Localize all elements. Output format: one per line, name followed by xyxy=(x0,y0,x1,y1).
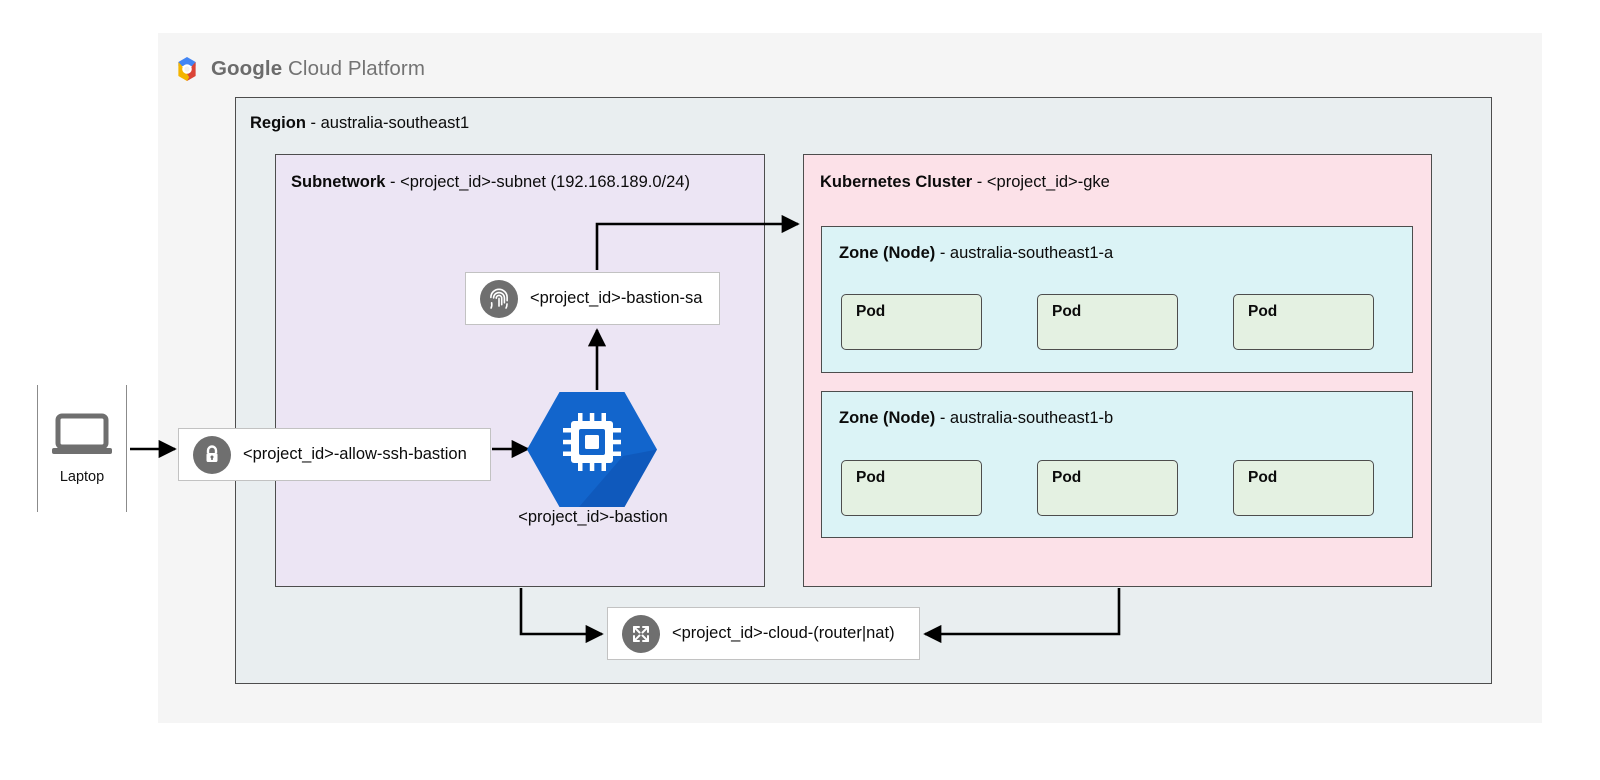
pod-box: Pod xyxy=(841,460,982,516)
cloud-router-nat-label: <project_id>-cloud-(router|nat) xyxy=(672,624,895,642)
service-account-node[interactable]: <project_id>-bastion-sa xyxy=(465,272,720,325)
zone-b-title-bold: Zone (Node) xyxy=(839,409,936,427)
lock-icon xyxy=(193,435,231,474)
laptop-icon xyxy=(52,413,112,454)
cloud-router-nat-node[interactable]: <project_id>-cloud-(router|nat) xyxy=(607,607,920,660)
cloud-router-nat-icon xyxy=(622,614,660,653)
zone-b-title-rest: - australia-southeast1-b xyxy=(935,409,1114,427)
pod-box: Pod xyxy=(841,294,982,350)
region-title-rest: - australia-southeast1 xyxy=(305,114,470,132)
region-title-bold: Region xyxy=(250,114,306,132)
zone-node-a-title: Zone (Node) - australia-southeast1-a xyxy=(839,244,1113,263)
compute-engine-icon xyxy=(527,392,657,507)
pod-box: Pod xyxy=(1233,294,1374,350)
pod-box: Pod xyxy=(1037,294,1178,350)
service-account-label: <project_id>-bastion-sa xyxy=(530,289,703,307)
subnetwork-title-rest: - <project_id>-subnet (192.168.189.0/24) xyxy=(385,173,690,191)
cluster-title-rest: - <project_id>-gke xyxy=(972,173,1110,191)
gcp-wordmark-google: Google xyxy=(211,57,283,80)
google-cloud-logo-icon xyxy=(178,57,196,81)
bastion-compute-node[interactable] xyxy=(527,392,657,534)
pod-box: Pod xyxy=(1037,460,1178,516)
firewall-rule-label: <project_id>-allow-ssh-bastion xyxy=(243,445,467,463)
subnetwork-title: Subnetwork - <project_id>-subnet (192.16… xyxy=(291,173,690,192)
pod-label: Pod xyxy=(1052,303,1082,320)
subnetwork-title-bold: Subnetwork xyxy=(291,173,386,191)
pod-box: Pod xyxy=(1233,460,1374,516)
kubernetes-cluster-title: Kubernetes Cluster - <project_id>-gke xyxy=(820,173,1110,192)
pod-label: Pod xyxy=(856,469,886,486)
bastion-label: <project_id>-bastion xyxy=(518,508,668,526)
laptop-caption: Laptop xyxy=(59,468,105,485)
laptop-node: Laptop xyxy=(37,385,127,512)
firewall-rule-node[interactable]: <project_id>-allow-ssh-bastion xyxy=(178,428,491,481)
region-title: Region - australia-southeast1 xyxy=(250,114,469,133)
fingerprint-icon xyxy=(480,279,518,318)
zone-node-b-title: Zone (Node) - australia-southeast1-b xyxy=(839,409,1113,428)
pod-label: Pod xyxy=(1052,469,1082,486)
pod-label: Pod xyxy=(1248,303,1278,320)
gcp-wordmark: Google Cloud Platform xyxy=(211,57,425,81)
cluster-title-bold: Kubernetes Cluster xyxy=(820,173,973,191)
zone-a-title-rest: - australia-southeast1-a xyxy=(935,244,1114,262)
pod-label: Pod xyxy=(1248,469,1278,486)
gcp-brand: Google Cloud Platform xyxy=(172,52,592,86)
pod-label: Pod xyxy=(856,303,886,320)
gcp-wordmark-rest: Cloud Platform xyxy=(282,57,425,80)
zone-a-title-bold: Zone (Node) xyxy=(839,244,936,262)
